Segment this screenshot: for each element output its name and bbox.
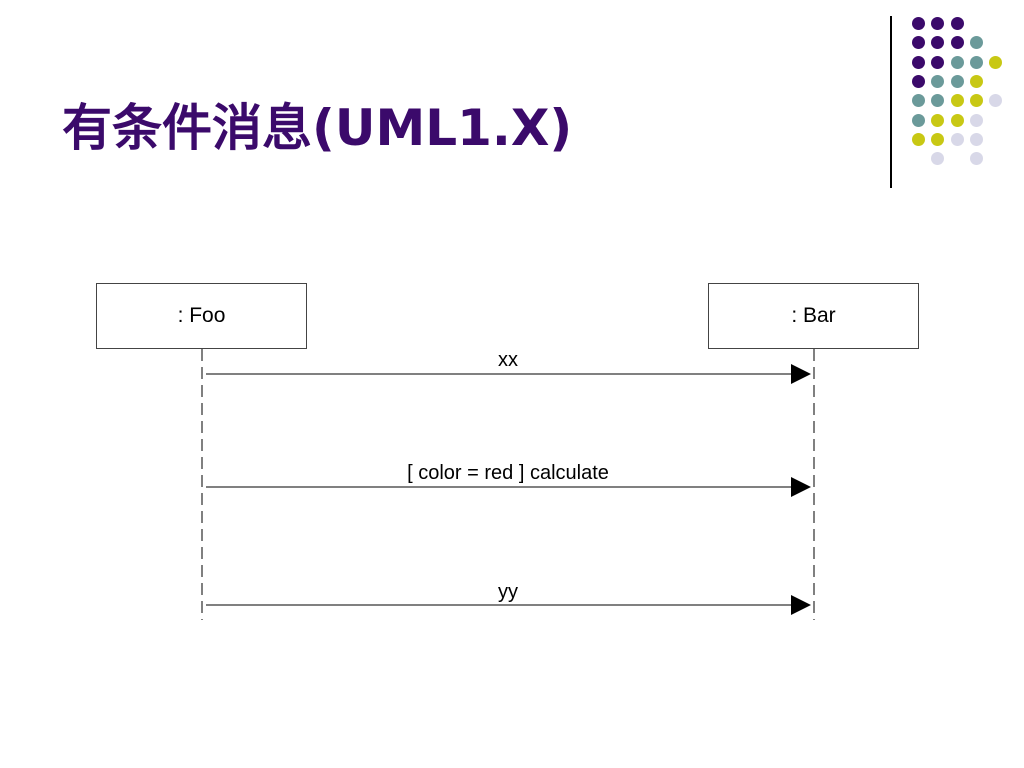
title-divider (890, 16, 892, 188)
lifeline-bar-box: : Bar (708, 283, 919, 349)
message-yy-arrowhead (791, 595, 811, 615)
lifeline-bar-label: : Bar (791, 304, 836, 327)
lifeline-foo-label: : Foo (177, 304, 226, 327)
message-calculate-label: [ color = red ] calculate (407, 462, 609, 484)
message-yy-label: yy (498, 581, 518, 603)
message-xx-label: xx (498, 349, 518, 371)
lifeline-foo-box: : Foo (96, 283, 307, 349)
message-xx-arrowhead (791, 364, 811, 384)
slide-title: 有条件消息(UML1.X) (62, 99, 573, 157)
message-calculate-arrowhead (791, 477, 811, 497)
